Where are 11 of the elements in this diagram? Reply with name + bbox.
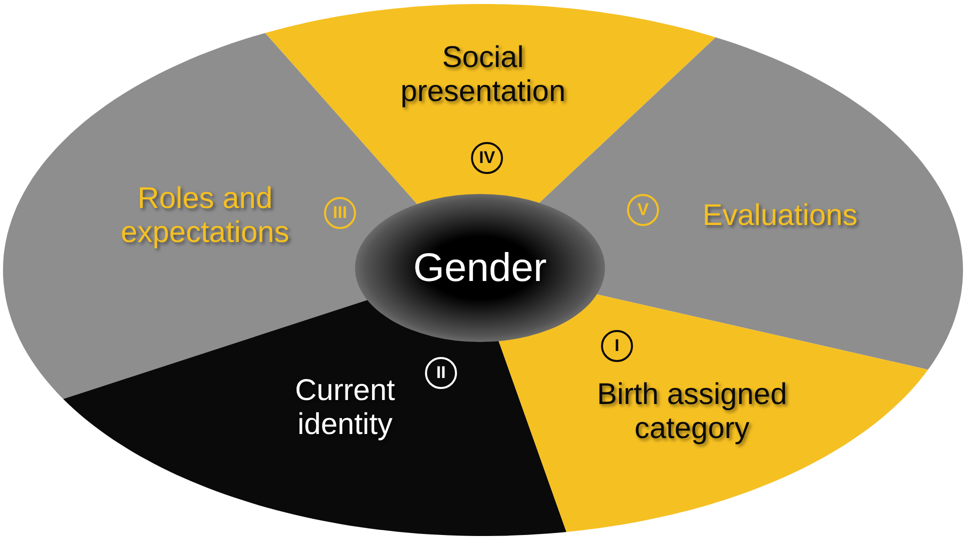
- numeral-circle: III: [324, 197, 356, 229]
- numeral-circle: IV: [471, 142, 503, 174]
- segment-label: Evaluations: [701, 199, 859, 233]
- segment-label: Social presentation: [399, 41, 567, 109]
- segment-label: Current identity: [294, 374, 396, 442]
- segment-label: Birth assigned category: [596, 378, 788, 446]
- numeral-circle: II: [425, 357, 457, 389]
- center-label: Gender: [413, 246, 547, 290]
- numeral-circle: I: [601, 330, 633, 362]
- segment-label: Roles and expectations: [120, 182, 290, 250]
- numeral-circle: V: [627, 194, 659, 226]
